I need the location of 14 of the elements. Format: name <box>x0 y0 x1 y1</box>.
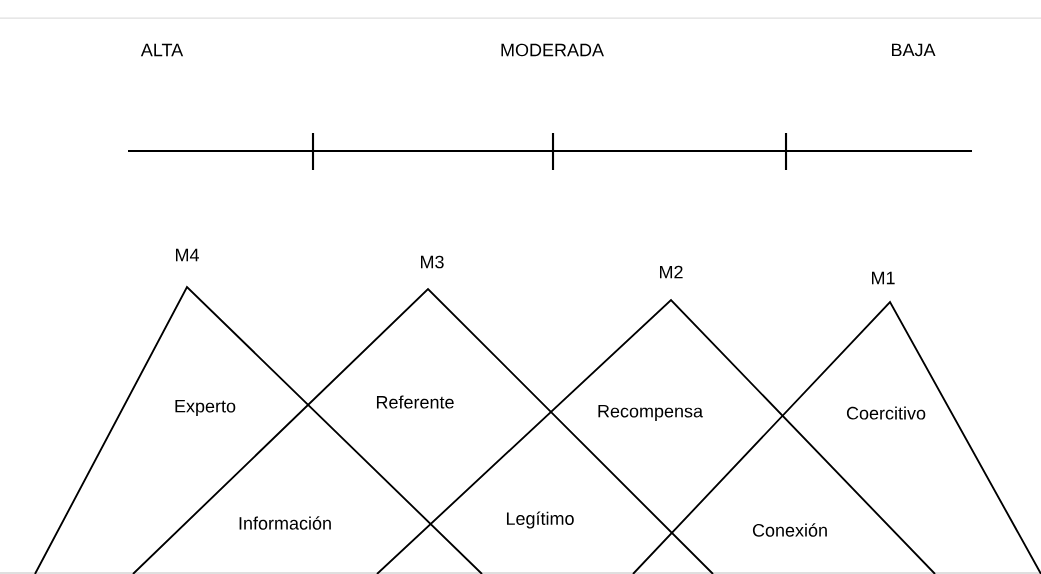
triangle-label: M3 <box>421 255 444 269</box>
region-label: Información <box>239 516 331 530</box>
region-label: Experto <box>175 399 236 417</box>
scale-label: MODERADA <box>501 43 604 57</box>
triangle-label: M1 <box>872 271 895 285</box>
triangle-label: M4 <box>176 248 199 262</box>
triangle-label: M2 <box>660 265 683 279</box>
region-label: Referente <box>376 395 454 409</box>
region-label: Recompensa <box>598 404 704 422</box>
scale-label: BAJA <box>892 43 936 57</box>
region-label: Legítimo <box>506 511 574 529</box>
scale-label: ALTA <box>140 43 184 57</box>
region-label: Conexión <box>752 523 827 537</box>
region-label: Coercitivo <box>846 406 926 420</box>
